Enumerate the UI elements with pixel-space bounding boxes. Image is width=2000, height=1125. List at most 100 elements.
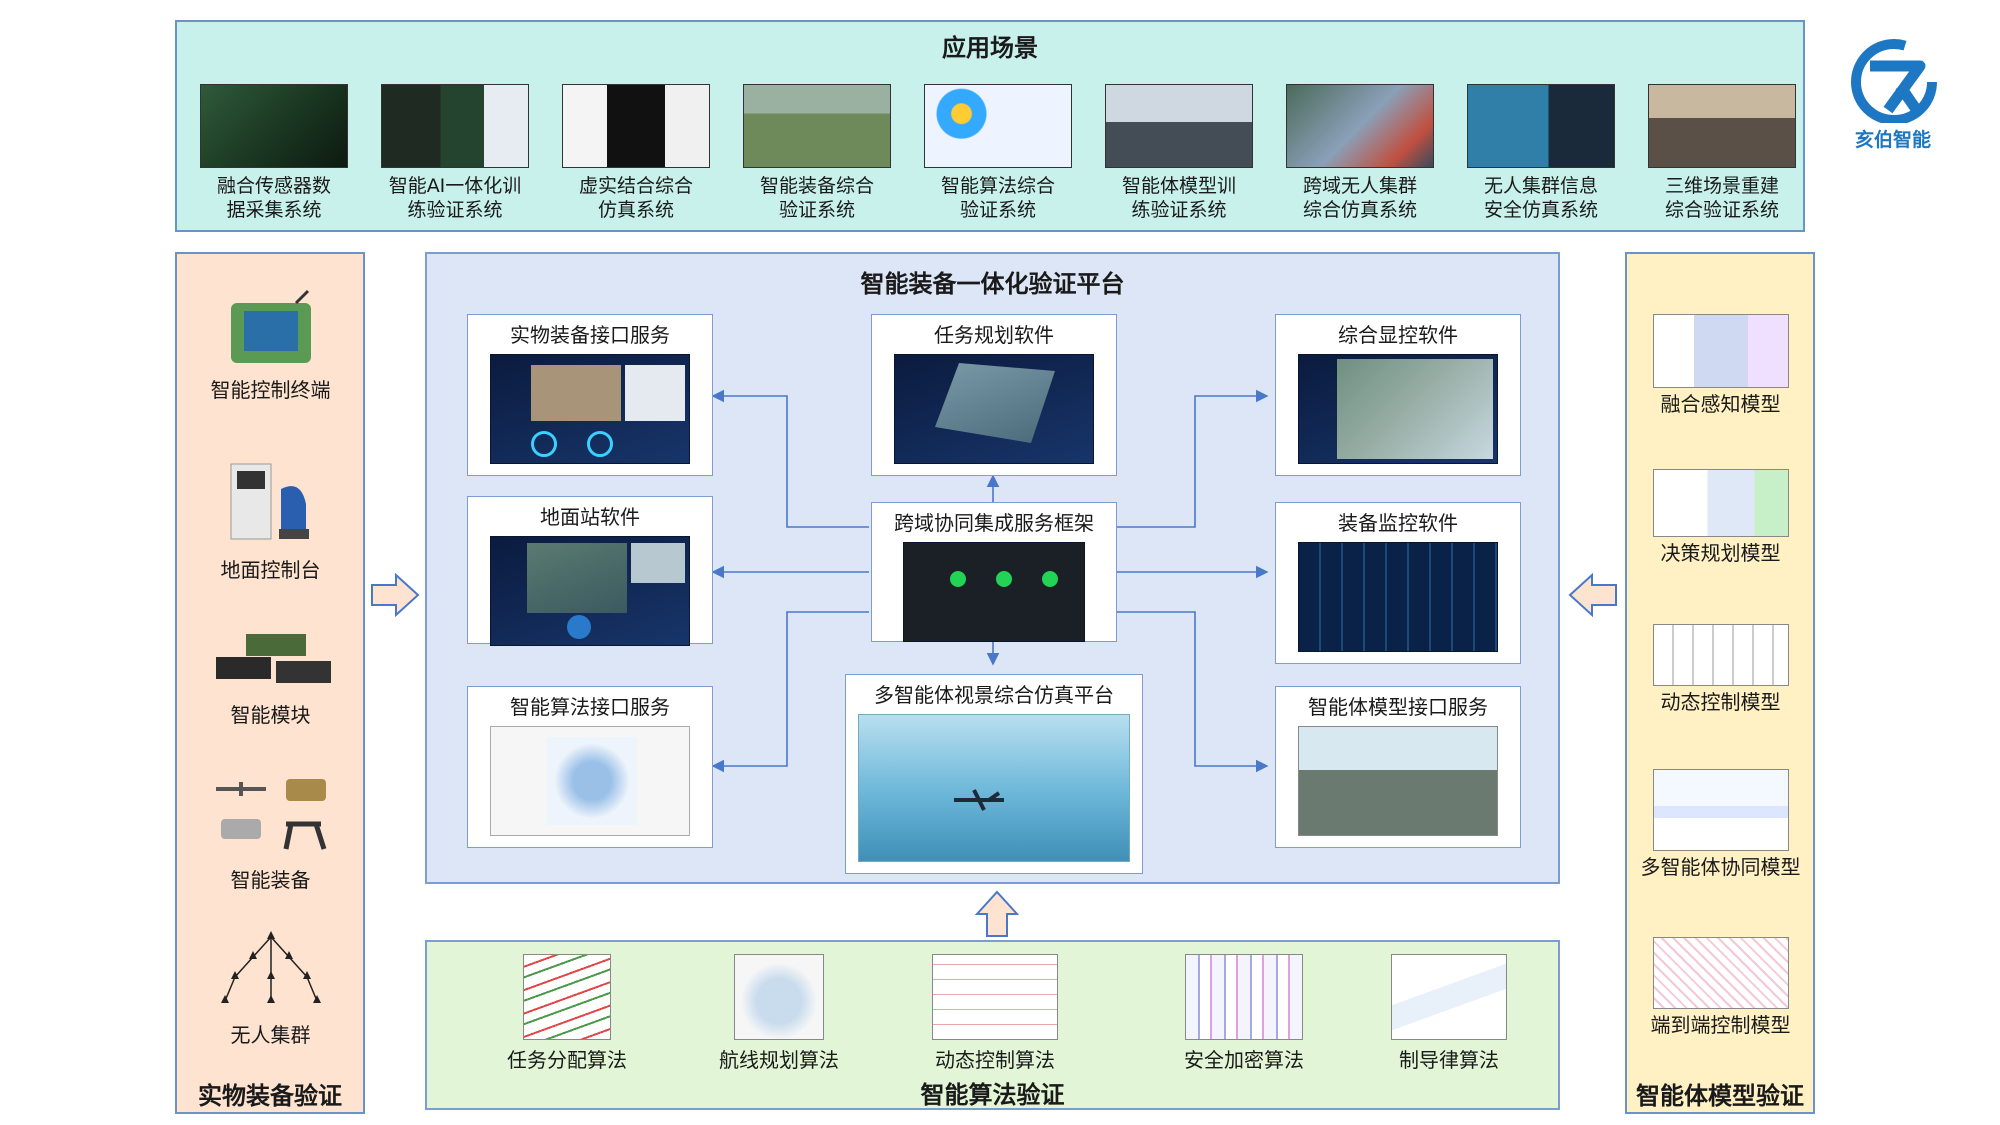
right-item-fusion-perception[interactable]: 融合感知模型 bbox=[1628, 314, 1813, 417]
scene-thumbnail bbox=[743, 84, 891, 168]
card-ground-station[interactable]: 地面站软件 bbox=[467, 496, 713, 646]
right-panel-title: 智能体模型验证 bbox=[1636, 1082, 1804, 1110]
right-item-multi-agent[interactable]: 多智能体协同模型 bbox=[1628, 769, 1813, 880]
scene-label: 虚实结合综合 仿真系统 bbox=[578, 175, 693, 221]
application-scenarios-panel: 应用场景 融合传感器数 据采集系统 智能AI一体化训 练验证系统 虚实结合综合 … bbox=[175, 20, 1805, 232]
scene-algorithm-verify[interactable]: 智能算法综合 验证系统 bbox=[923, 84, 1073, 222]
scene-equipment-verify[interactable]: 智能装备综合 验证系统 bbox=[742, 84, 892, 222]
card-mission-planning[interactable]: 任务规划软件 bbox=[871, 314, 1117, 476]
scene-ai-training[interactable]: 智能AI一体化训 练验证系统 bbox=[380, 84, 530, 222]
company-logo-icon bbox=[1851, 39, 1937, 123]
right-item-dynamic-control[interactable]: 动态控制模型 bbox=[1628, 624, 1813, 715]
alg-task-allocation[interactable]: 任务分配算法 bbox=[477, 954, 657, 1073]
console-seat-icon bbox=[230, 463, 309, 540]
model-diagram-thumbnail bbox=[1652, 769, 1789, 851]
algorithm-thumbnail bbox=[932, 954, 1058, 1040]
algorithm-label: 航线规划算法 bbox=[719, 1048, 839, 1072]
scene-label: 智能算法综合 验证系统 bbox=[940, 175, 1055, 221]
scene-3d-reconstruction[interactable]: 三维场景重建 综合验证系统 bbox=[1647, 84, 1797, 222]
scene-thumbnail bbox=[1286, 84, 1434, 168]
algorithm-label: 安全加密算法 bbox=[1184, 1048, 1304, 1072]
agent-model-panel: 融合感知模型 决策规划模型 动态控制模型 多智能体协同模型 端到端控制模型 智能… bbox=[1625, 252, 1815, 1114]
card-title: 智能体模型接口服务 bbox=[1308, 695, 1488, 719]
algorithm-thumbnail bbox=[1391, 954, 1507, 1040]
card-screenshot bbox=[1298, 726, 1498, 836]
card-multi-agent-sim[interactable]: 多智能体视景综合仿真平台 bbox=[845, 674, 1143, 874]
card-screenshot bbox=[903, 542, 1085, 642]
card-screenshot bbox=[490, 354, 690, 464]
card-physical-interface[interactable]: 实物装备接口服务 bbox=[467, 314, 713, 476]
scene-label: 智能AI一体化训 练验证系统 bbox=[388, 175, 522, 221]
algorithm-label: 动态控制算法 bbox=[935, 1048, 1055, 1072]
left-item-label: 地面控制台 bbox=[220, 558, 321, 582]
algorithm-verification-panel: 任务分配算法 航线规划算法 动态控制算法 安全加密算法 制导律算法 智能算法验证 bbox=[425, 940, 1560, 1110]
card-algorithm-interface[interactable]: 智能算法接口服务 bbox=[467, 686, 713, 848]
alg-route-planning[interactable]: 航线规划算法 bbox=[689, 954, 869, 1073]
card-cross-domain-framework[interactable]: 跨域协同集成服务框架 bbox=[871, 502, 1117, 642]
scene-thumbnail bbox=[1105, 84, 1253, 168]
scene-sensor-fusion[interactable]: 融合传感器数 据采集系统 bbox=[199, 84, 349, 222]
scene-label: 无人集群信息 安全仿真系统 bbox=[1483, 175, 1598, 221]
card-title: 多智能体视景综合仿真平台 bbox=[874, 683, 1114, 707]
card-title: 智能算法接口服务 bbox=[510, 695, 670, 719]
card-title: 实物装备接口服务 bbox=[510, 323, 670, 347]
bottom-panel-title: 智能算法验证 bbox=[920, 1081, 1065, 1109]
drone-robot-vehicle-icon bbox=[215, 779, 326, 850]
right-item-label: 融合感知模型 bbox=[1660, 392, 1781, 416]
card-screenshot bbox=[490, 726, 690, 836]
right-item-label: 端到端控制模型 bbox=[1650, 1013, 1791, 1037]
left-item-smart-equipment[interactable]: 智能装备 bbox=[178, 774, 363, 893]
card-display-control[interactable]: 综合显控软件 bbox=[1275, 314, 1521, 476]
alg-guidance-law[interactable]: 制导律算法 bbox=[1359, 954, 1539, 1073]
right-item-end-to-end[interactable]: 端到端控制模型 bbox=[1628, 937, 1813, 1038]
company-logo-text: 亥伯智能 bbox=[1854, 129, 1931, 151]
left-item-control-terminal[interactable]: 智能控制终端 bbox=[178, 289, 363, 403]
scenarios-title: 应用场景 bbox=[942, 34, 1038, 62]
model-diagram-thumbnail bbox=[1652, 314, 1789, 388]
left-item-label: 智能模块 bbox=[230, 703, 311, 727]
left-panel-title: 实物装备验证 bbox=[198, 1082, 342, 1110]
right-item-label: 决策规划模型 bbox=[1660, 541, 1781, 565]
left-item-label: 智能装备 bbox=[230, 868, 311, 892]
integrated-platform: 智能装备一体化验证平台 实物装备接口服务 bbox=[425, 252, 1560, 884]
scene-virtual-real-sim[interactable]: 虚实结合综合 仿真系统 bbox=[561, 84, 711, 222]
card-equipment-monitor[interactable]: 装备监控软件 bbox=[1275, 502, 1521, 664]
scene-label: 智能装备综合 验证系统 bbox=[759, 175, 874, 221]
scene-agent-training[interactable]: 智能体模型训 练验证系统 bbox=[1104, 84, 1254, 222]
card-screenshot bbox=[490, 536, 690, 646]
card-screenshot bbox=[1298, 354, 1498, 464]
tablet-terminal-icon bbox=[230, 289, 311, 363]
card-title: 跨域协同集成服务框架 bbox=[894, 511, 1094, 535]
algorithm-label: 制导律算法 bbox=[1399, 1048, 1499, 1072]
left-item-drone-swarm[interactable]: 无人集群 bbox=[178, 929, 363, 1048]
scene-cross-domain-swarm[interactable]: 跨域无人集群 综合仿真系统 bbox=[1285, 84, 1435, 222]
alg-security-encryption[interactable]: 安全加密算法 bbox=[1154, 954, 1334, 1073]
right-item-decision-planning[interactable]: 决策规划模型 bbox=[1628, 469, 1813, 566]
algorithm-label: 任务分配算法 bbox=[507, 1048, 627, 1072]
left-item-smart-module[interactable]: 智能模块 bbox=[178, 629, 363, 728]
right-item-label: 多智能体协同模型 bbox=[1640, 855, 1801, 879]
scene-swarm-security[interactable]: 无人集群信息 安全仿真系统 bbox=[1466, 84, 1616, 222]
arrow-right-icon bbox=[371, 573, 420, 617]
scene-label: 智能体模型训 练验证系统 bbox=[1121, 175, 1236, 221]
right-item-label: 动态控制模型 bbox=[1660, 690, 1781, 714]
arrow-up-icon bbox=[975, 890, 1019, 937]
algorithm-thumbnail bbox=[734, 954, 824, 1040]
scene-label: 三维场景重建 综合验证系统 bbox=[1664, 175, 1779, 221]
left-item-label: 无人集群 bbox=[230, 1023, 311, 1047]
left-item-ground-console[interactable]: 地面控制台 bbox=[178, 459, 363, 583]
physical-equipment-panel: 智能控制终端 地面控制台 智能模块 智能装备 bbox=[175, 252, 365, 1114]
scene-label: 跨域无人集群 综合仿真系统 bbox=[1302, 175, 1417, 221]
connector-lines bbox=[711, 389, 1269, 773]
scene-thumbnail bbox=[381, 84, 529, 168]
card-title: 地面站软件 bbox=[540, 505, 640, 529]
swarm-formation-icon bbox=[220, 931, 321, 1003]
scene-thumbnail bbox=[562, 84, 710, 168]
alg-dynamic-control[interactable]: 动态控制算法 bbox=[905, 954, 1085, 1073]
arrow-left-icon bbox=[1568, 573, 1617, 617]
card-agent-model-interface[interactable]: 智能体模型接口服务 bbox=[1275, 686, 1521, 848]
algorithm-thumbnail bbox=[1185, 954, 1303, 1040]
scene-label: 融合传感器数 据采集系统 bbox=[216, 175, 331, 221]
card-screenshot bbox=[1298, 542, 1498, 652]
model-diagram-thumbnail bbox=[1652, 937, 1789, 1009]
